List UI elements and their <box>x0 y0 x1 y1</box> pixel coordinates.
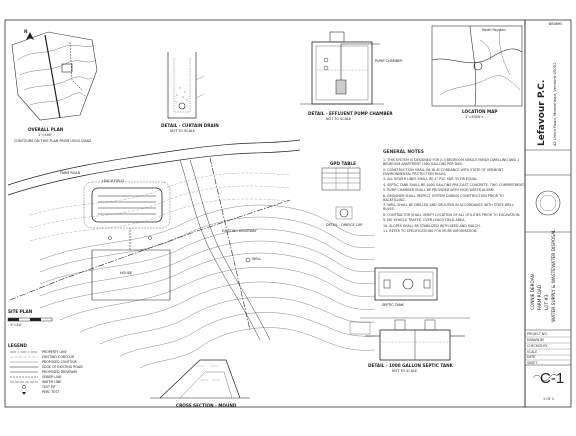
location-map-drawing <box>431 25 523 107</box>
general-note-item: 10. SLOPES SHALL BE STABILIZED WITH SEED… <box>383 223 481 228</box>
legend-item: EXISTING CONTOUR <box>42 355 75 359</box>
general-note-item: 2. CONSTRUCTION SHALL BE IN ACCORDANCE W… <box>383 167 504 176</box>
overall-plan-drawing <box>11 31 98 121</box>
cross-section-drawing <box>150 359 250 399</box>
orifice-cap-title: DETAIL - ORIFICE CAP <box>326 223 363 227</box>
legend-samples <box>10 351 38 395</box>
cross-section-title: CROSS SECTION - MOUND <box>176 403 237 408</box>
legend-item: PROPOSED CONTOUR <box>42 360 77 364</box>
curtain-drain-title: DETAIL - CURTAIN DRAIN <box>161 123 219 128</box>
legend-item: TEST PIT <box>42 385 56 389</box>
general-note-item: 7. WELL SHALL BE DRILLED AND GROUTED IN … <box>383 203 514 212</box>
legend-item: PROPERTY LINE <box>42 350 67 354</box>
title-block-row: DRAWN BY <box>527 338 545 342</box>
signature-mark <box>532 374 558 382</box>
legend-item: WATER LINE <box>42 380 62 384</box>
general-note-item: 3. ALL SEWER LINES SHALL BE 4" PVC SDR 3… <box>383 177 479 182</box>
septic-tank-plan-drawing <box>374 267 438 301</box>
title-block-row: SHEET <box>527 361 538 365</box>
general-note-item: 9. NO VEHICLE TRAFFIC OVER LEACH FIELD A… <box>383 218 466 223</box>
orifice-cap-drawing <box>335 206 353 220</box>
gpd-table-drawing <box>321 167 361 191</box>
title-block-border <box>524 19 572 408</box>
driveway-label: EXISTING DRIVEWAY <box>222 229 257 233</box>
general-note-item: 8. CONTRACTOR SHALL VERIFY LOCATION OF A… <box>383 212 521 217</box>
legend-title: LEGEND <box>8 343 27 348</box>
project-location-line1: FARM ROAD <box>537 285 542 310</box>
pump-chamber-detail-drawing <box>300 31 384 105</box>
title-block-row: CHECKED BY <box>527 344 548 348</box>
overall-plan-title: OVERALL PLAN <box>28 127 64 132</box>
general-notes: GENERAL NOTES 1. THIS SYSTEM IS DESIGNED… <box>383 150 526 234</box>
project-location-line2: LOT #3 <box>544 294 549 310</box>
title-block-row: SCALE <box>527 350 538 354</box>
general-note-item: 6. DESIGNER SHALL INSPECT SYSTEM DURING … <box>383 193 504 202</box>
curtain-drain-scale: NOT TO SCALE <box>170 129 196 133</box>
house-label: HOUSE <box>120 271 132 275</box>
sheet-of: 1 OF 1 <box>543 397 555 401</box>
gpd-table-title: GPD TABLE <box>330 161 356 166</box>
sheet-ref-number: BB3895 <box>549 22 563 26</box>
general-note-item: 1. THIS SYSTEM IS DESIGNED FOR A 3 BEDRO… <box>383 158 520 167</box>
site-plan-scale: 1"=40' <box>10 323 22 327</box>
pump-chamber-title: DETAIL - EFFLUENT PUMP CHAMBER <box>308 111 393 116</box>
general-note-item: 5. PUMP CHAMBER SHALL BE PROVIDED WITH H… <box>383 188 495 193</box>
overall-plan-scale: 1"=400' <box>38 133 52 137</box>
firm-address: 42 Union Road, Moosehead, Vermont 05052 <box>552 62 557 146</box>
pump-chamber-label: PUMP CHAMBER <box>375 59 403 63</box>
sheet-number: C-1 <box>540 370 565 387</box>
legend-item: SEWER LINE <box>42 375 62 379</box>
firm-name: Lefavour P.C. <box>537 79 547 146</box>
site-plan-title: SITE PLAN <box>8 309 33 314</box>
project-description: WATER SUPPLY & WASTEWATER DISPOSAL <box>552 229 557 322</box>
title-block-row: DATE <box>527 355 536 359</box>
site-plan-drawing <box>7 139 376 369</box>
septic-tank-title: DETAIL - 1000 GALLON SEPTIC TANK <box>368 363 453 368</box>
septic-tank-plan-label: SEPTIC TANK <box>382 303 404 307</box>
well-label: WELL <box>252 257 262 261</box>
septic-tank-scale: NOT TO SCALE <box>392 369 418 373</box>
septic-tank-section-drawing <box>349 317 470 361</box>
engineer-stamp-seal <box>535 190 561 216</box>
road-label: FARM ROAD <box>60 171 81 175</box>
leach-field-label: LEACH FIELD <box>102 179 124 183</box>
legend-item: PROPOSED DRIVEWAY <box>42 370 78 374</box>
curtain-drain-detail-drawing <box>167 52 205 119</box>
project-client: CONNIE DEROAN <box>530 274 535 310</box>
general-notes-title: GENERAL NOTES <box>383 150 424 155</box>
legend-item: EDGE OF EXISTING ROAD <box>42 365 83 369</box>
general-note-item: 11. REFER TO SPECIFICATIONS FOR MORE INF… <box>383 228 478 233</box>
location-map-place: North Fayston <box>482 28 506 32</box>
overall-plan-note: CONTOURS ON THIS PLAN FROM USGS QUAD <box>14 139 92 143</box>
title-block-row: PROJECT NO. <box>527 332 548 336</box>
pump-chamber-scale: NOT TO SCALE <box>326 117 352 121</box>
location-map-scale: 1"=4000'± <box>465 115 484 119</box>
legend-item: PERC TEST <box>42 390 60 394</box>
north-label: N <box>24 29 28 34</box>
location-map-title: LOCATION MAP <box>462 109 498 114</box>
general-note-item: 4. SEPTIC TANK SHALL BE 1000 GALLONS PRE… <box>383 182 525 187</box>
